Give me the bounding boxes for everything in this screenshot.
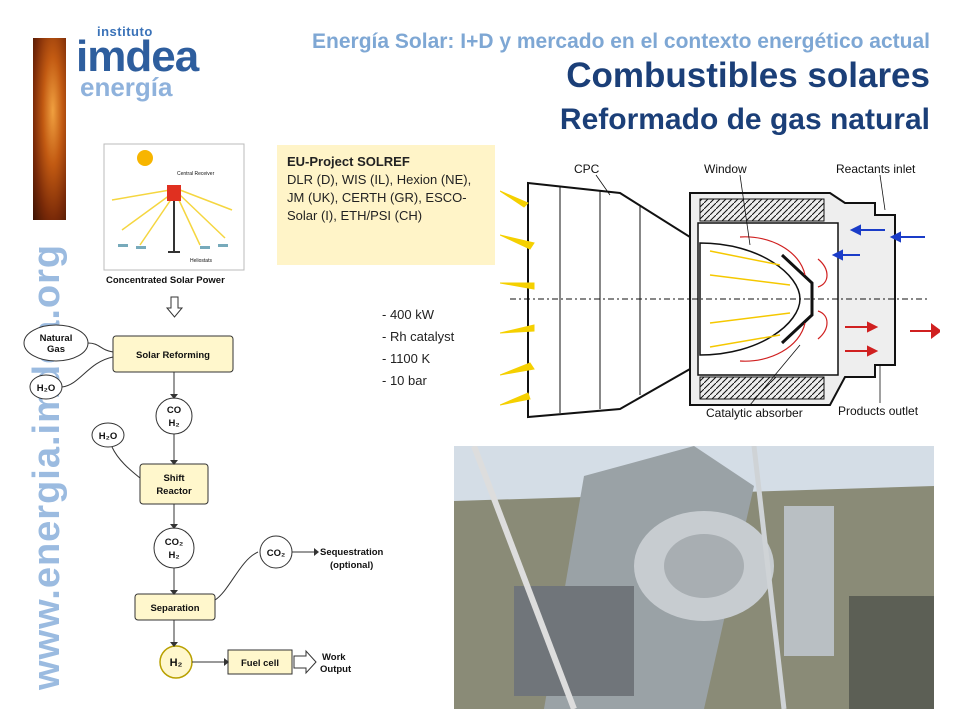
separation-label: Separation <box>150 603 199 614</box>
co2-output-label: CO₂ <box>267 548 285 559</box>
spec-item: - 10 bar <box>382 373 427 388</box>
shift-reactor-label: Reactor <box>156 486 192 497</box>
project-info-box: EU-Project SOLREF DLR (D), WIS (IL), Hex… <box>277 145 495 265</box>
spec-item: - 1100 K <box>382 351 431 366</box>
heliostats-label: Heliostats <box>190 258 212 264</box>
shift-reactor-label: Shift <box>163 473 185 484</box>
co-label: CO <box>167 405 181 416</box>
work-output-label: Work <box>322 652 346 663</box>
reactor-photo <box>454 446 934 709</box>
project-partners: DLR (D), WIS (IL), Hexion (NE), JM (UK),… <box>287 172 472 223</box>
specs-list: - 400 kW - Rh catalyst - 1100 K - 10 bar <box>382 304 454 392</box>
work-output-label: Output <box>320 664 352 675</box>
natural-gas-label: Gas <box>47 344 65 355</box>
spec-item: - 400 kW <box>382 307 435 322</box>
csp-diagram: Central Receiver Heliostats Concentrated… <box>103 143 245 318</box>
natural-gas-label: Natural <box>40 333 73 344</box>
h2-final-label: H₂ <box>170 657 183 669</box>
cpc-cone <box>527 181 691 419</box>
products-outlet-label: Products outlet <box>838 404 919 418</box>
reactants-inlet-label: Reactants inlet <box>836 162 916 176</box>
logo-instituto-text: instituto <box>97 24 153 39</box>
h2o-label: H₂O <box>37 383 55 394</box>
process-flowchart: Central Receiver Heliostats Concentrated… <box>23 143 384 679</box>
window-label: Window <box>704 162 747 176</box>
decorative-image-strip <box>33 38 66 220</box>
spec-item: - Rh catalyst <box>382 329 455 344</box>
reactor-diagram: CPC Window Reactants inlet Catalytic abs… <box>500 162 940 420</box>
photo-illustration <box>454 446 934 709</box>
logo-energia-text: energía <box>80 72 173 102</box>
h2-label: H₂ <box>168 418 179 429</box>
csp-caption: Concentrated Solar Power <box>106 275 225 286</box>
sequestration-label: (optional) <box>330 560 373 571</box>
sun-icon <box>137 150 153 166</box>
project-heading: EU-Project SOLREF <box>287 154 410 169</box>
h2-label: H₂ <box>168 550 179 561</box>
slide-title: Combustibles solares <box>566 56 930 95</box>
sequestration-label: Sequestration <box>320 547 384 558</box>
fuel-cell-label: Fuel cell <box>241 658 279 669</box>
catalytic-absorber <box>780 253 814 345</box>
slide-title-secondary: Reformado de gas natural <box>559 103 930 136</box>
h2o-label: H₂O <box>99 431 117 442</box>
co2-label: CO₂ <box>165 537 183 548</box>
slide-subtitle: Energía Solar: I+D y mercado en el conte… <box>312 30 930 53</box>
central-receiver-label: Central Receiver <box>177 171 215 177</box>
cpc-label: CPC <box>574 162 600 176</box>
central-receiver-icon <box>167 185 181 201</box>
catalytic-absorber-label: Catalytic absorber <box>706 406 803 420</box>
solar-reforming-label: Solar Reforming <box>136 350 210 361</box>
logo-imdea-text: imdea <box>76 32 199 81</box>
